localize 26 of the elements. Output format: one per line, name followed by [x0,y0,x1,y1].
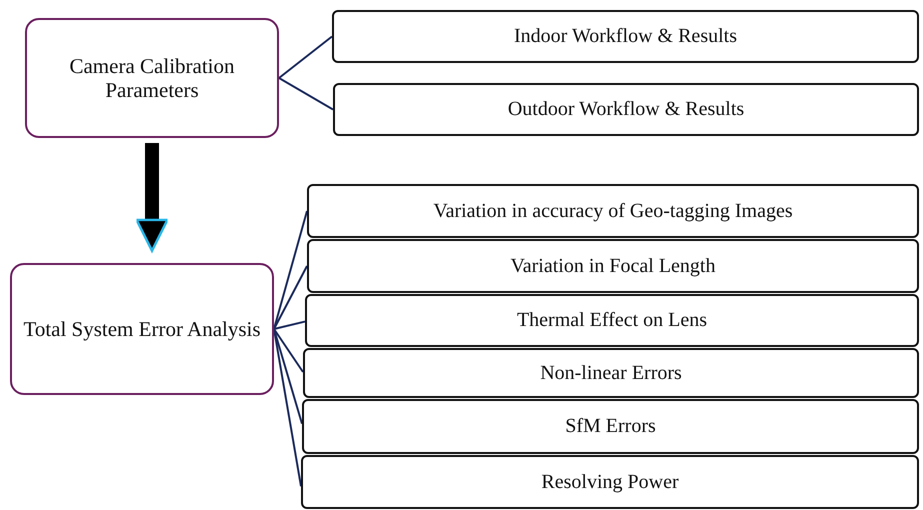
box-label: Variation in accuracy of Geo-tagging Images [433,200,793,222]
text-box [303,348,919,398]
box-label: Camera Calibration Parameters [68,54,236,102]
box-label: Outdoor Workflow & Results [508,98,744,121]
text-box [10,263,274,395]
text-box [332,10,919,63]
text-box [301,455,919,509]
connector-line [274,320,306,330]
connector-line [278,36,333,79]
text-box [333,83,919,136]
connector-line [278,77,334,110]
text-box [25,18,279,138]
box-label: Thermal Effect on Lens [516,309,708,332]
text-box [302,399,919,454]
block-arrow [135,143,169,252]
box-label: Indoor Workflow & Results [514,25,737,48]
box-label: SfM Errors [565,415,656,438]
connector-line [273,266,308,330]
box-label: Non-linear Errors [540,362,682,384]
box-label: Resolving Power [541,470,679,494]
text-box [307,184,919,238]
connector-line [273,328,304,373]
box-label: Total System Error Analysis [23,316,261,342]
text-box [307,239,919,293]
text-box [305,294,919,347]
box-label: Variation in Focal Length [510,254,716,278]
